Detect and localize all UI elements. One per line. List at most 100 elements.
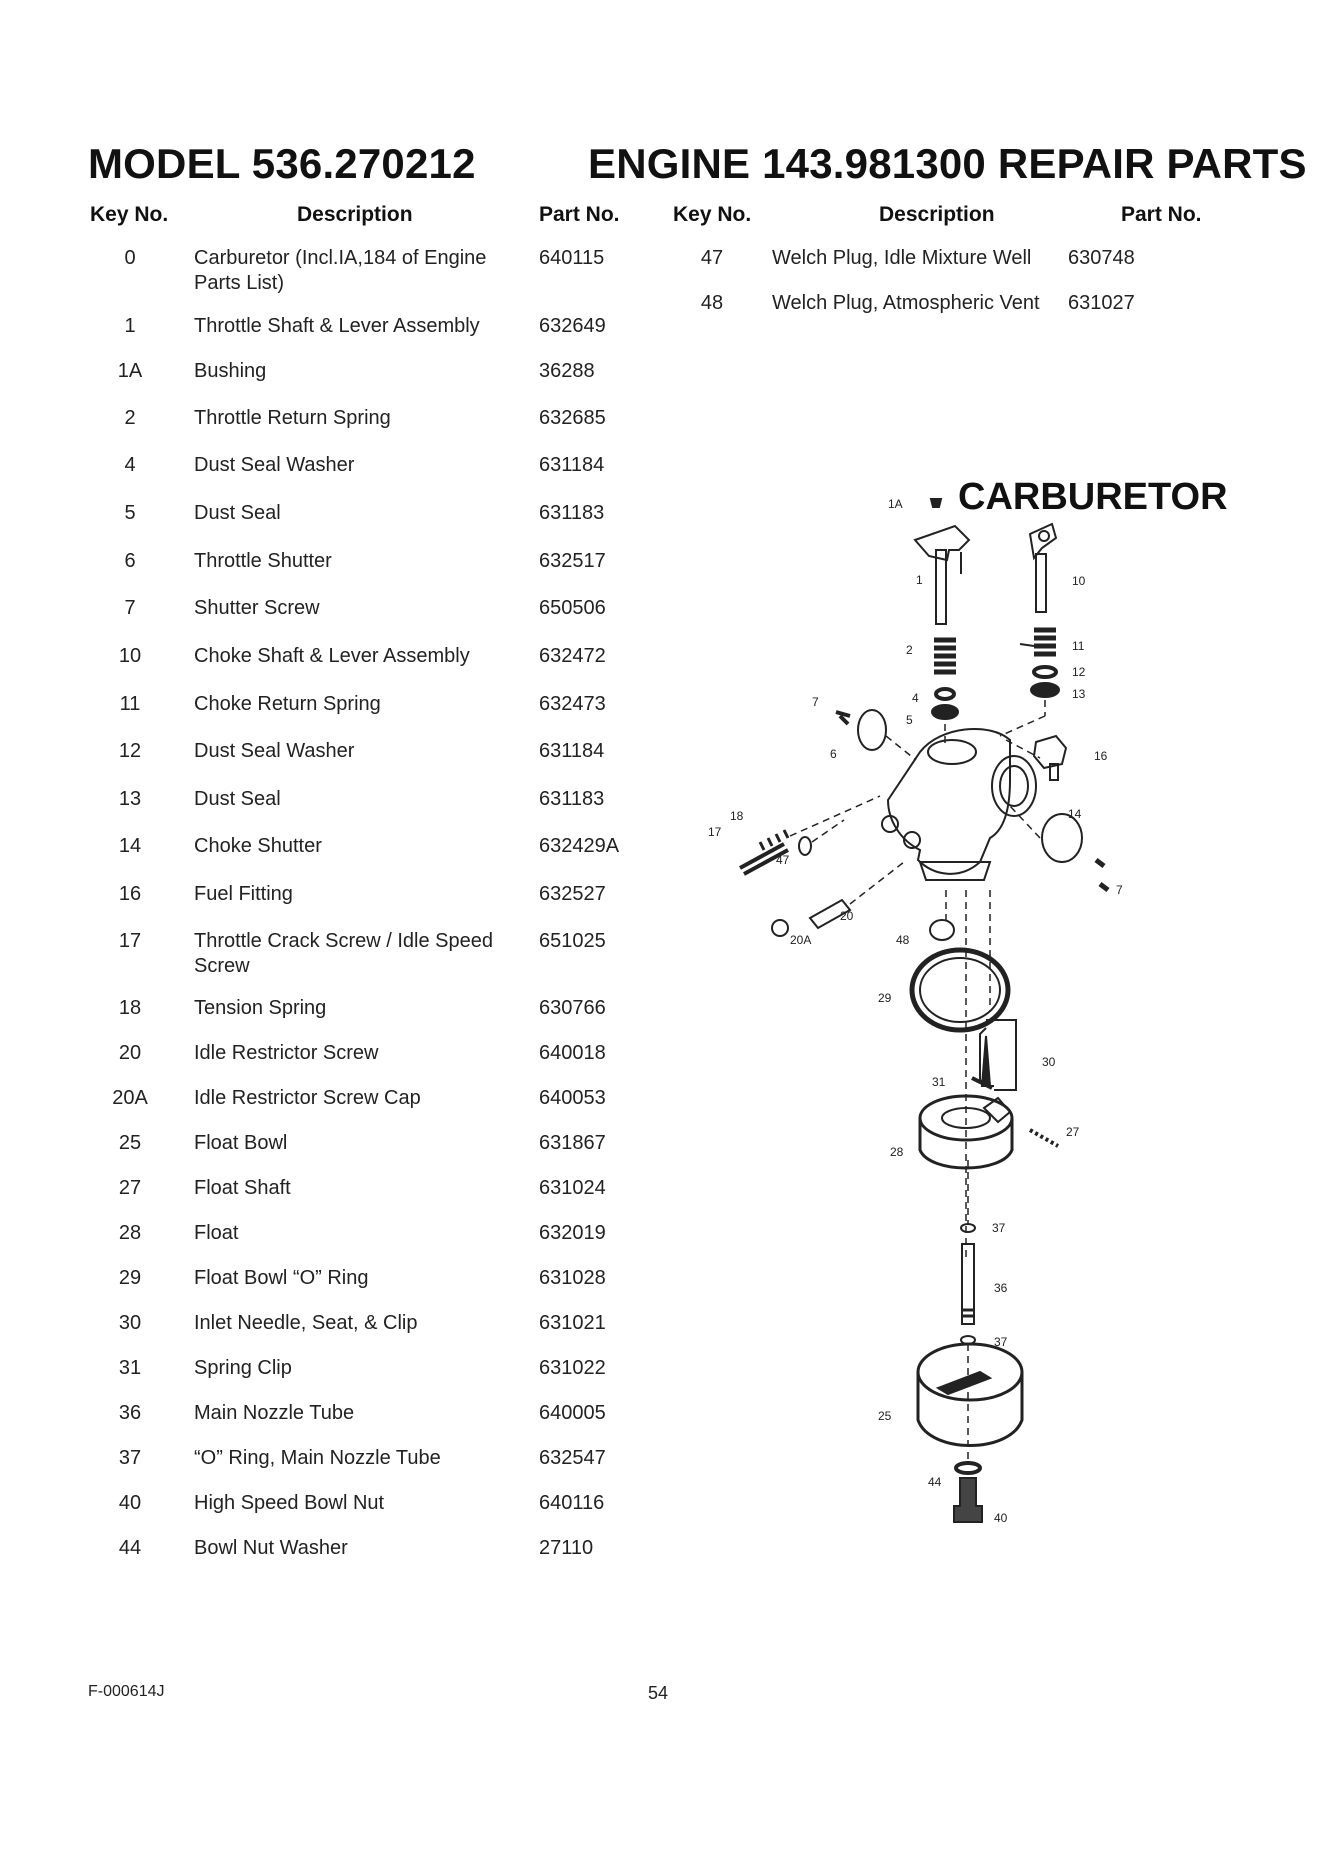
throttle-lever-shape [913, 524, 971, 562]
callout-label: 36 [994, 1281, 1008, 1295]
part-description: Fuel Fitting [194, 883, 293, 905]
dust-seal-13-shape [1030, 682, 1060, 698]
key-number: 14 [118, 835, 142, 857]
part-number: 631867 [539, 1132, 606, 1154]
float-bowl-body [916, 1372, 1024, 1447]
callout-label: 30 [1042, 1055, 1056, 1069]
diagram-callouts: 1A 1 10 2 11 12 13 4 5 7 6 16 18 17 14 4… [708, 497, 1123, 1525]
header-part-no-left: Part No. [539, 203, 620, 226]
part-description: Dust Seal Washer [194, 454, 355, 476]
part-number: 631183 [539, 788, 605, 810]
welch-plug-48-shape [929, 919, 955, 941]
carburetor-port-2 [903, 831, 921, 849]
callout-label: 40 [994, 1511, 1008, 1525]
choke-shaft-shape [1035, 553, 1047, 613]
diagram-title: CARBURETOR [958, 476, 1228, 518]
float-bowl-rim [916, 1342, 1024, 1402]
part-number: 640115 [539, 247, 605, 269]
throttle-shutter-shape [857, 709, 887, 751]
float-bowl-o-ring-inner [919, 957, 1001, 1023]
part-description: Main Nozzle Tube [194, 1402, 355, 1424]
part-description: Float [194, 1222, 239, 1244]
callout-label: 4 [912, 691, 919, 705]
callout-label: 11 [1072, 639, 1085, 653]
part-number: 650506 [539, 597, 606, 619]
key-number: 25 [118, 1132, 142, 1154]
callout-label: 29 [878, 991, 892, 1005]
part-description: Inlet Needle, Seat, & Clip [194, 1312, 418, 1334]
float-hinge-tab [982, 1096, 1012, 1124]
part-description: Dust Seal [194, 502, 281, 524]
part-number: 632649 [539, 315, 606, 337]
key-number: 37 [118, 1447, 142, 1469]
part-number: 631021 [539, 1312, 606, 1334]
carburetor-top-boss [927, 739, 977, 765]
part-number: 640053 [539, 1087, 606, 1109]
dust-seal-washer-12-shape [1032, 665, 1058, 679]
callout-label: 17 [708, 825, 722, 839]
callout-label: 14 [1068, 807, 1082, 821]
part-description: Throttle Return Spring [194, 407, 391, 429]
part-number: 631022 [539, 1357, 606, 1379]
callout-label: 47 [776, 853, 790, 867]
part-description: “O” Ring, Main Nozzle Tube [194, 1447, 441, 1469]
callout-label: 28 [890, 1145, 904, 1159]
key-number: 27 [118, 1177, 142, 1199]
key-number: 6 [124, 550, 136, 572]
carburetor-body-shape [886, 728, 1011, 875]
callout-label: 25 [878, 1409, 892, 1423]
welch-plug-47-shape [798, 836, 812, 856]
fuel-fitting-shape [1032, 734, 1068, 770]
part-number: 632527 [539, 883, 606, 905]
choke-lever-shape [1028, 522, 1058, 561]
idle-restrictor-screw-shape [808, 898, 852, 930]
key-number: 11 [119, 693, 141, 715]
part-description: Choke Return Spring [194, 693, 381, 715]
callout-label: 7 [812, 695, 819, 709]
callout-label: 44 [928, 1475, 942, 1489]
engine-title: ENGINE 143.981300 REPAIR PARTS [588, 140, 1307, 187]
part-description: Welch Plug, Idle Mixture Well [772, 247, 1032, 269]
shutter-screw-left-shape [835, 710, 851, 726]
idle-speed-screw-shape [739, 842, 789, 876]
key-number: 44 [118, 1537, 142, 1559]
key-number: 1A [117, 360, 143, 382]
part-description: Float Bowl [194, 1132, 288, 1154]
callout-label: 20A [790, 933, 811, 947]
float-bowl-baffle [935, 1370, 993, 1396]
callout-label: 1 [916, 573, 923, 587]
header-part-no-right: Part No. [1121, 203, 1202, 226]
part-description: Throttle Crack Screw / Idle Speed Screw [194, 930, 494, 977]
key-number: 47 [700, 247, 724, 269]
key-number: 36 [118, 1402, 142, 1424]
key-number: 17 [118, 930, 142, 952]
callout-label: 37 [992, 1221, 1006, 1235]
part-number: 632429A [539, 835, 620, 857]
key-number: 0 [124, 247, 136, 269]
part-number: 640018 [539, 1042, 606, 1064]
throttle-spring-shape [934, 637, 956, 675]
float-shaft-shape [1029, 1128, 1059, 1148]
throttle-shaft-shape [935, 549, 947, 625]
part-description: Bushing [194, 360, 267, 382]
part-description: Dust Seal [194, 788, 281, 810]
part-description: Dust Seal Washer [194, 740, 355, 762]
header-key-no-right: Key No. [673, 203, 752, 226]
part-number: 631183 [539, 502, 605, 524]
part-description: Spring Clip [194, 1357, 292, 1379]
key-number: 48 [700, 292, 724, 314]
inlet-needle-callout-bracket [986, 1019, 1017, 1091]
header-key-no-left: Key No. [90, 203, 169, 226]
part-description: High Speed Bowl Nut [194, 1492, 385, 1514]
spring-clip-shape [971, 1076, 993, 1090]
part-number: 632685 [539, 407, 606, 429]
part-description: Idle Restrictor Screw Cap [194, 1087, 421, 1109]
key-number: 1 [124, 315, 136, 337]
float-bowl-o-ring-shape [909, 947, 1011, 1033]
callout-label: 37 [994, 1335, 1008, 1349]
part-number: 632473 [539, 693, 606, 715]
callout-label: 7 [1116, 883, 1123, 897]
callout-label: 27 [1066, 1125, 1080, 1139]
key-number: 13 [118, 788, 142, 810]
dust-seal-washer-4-shape [934, 687, 956, 701]
